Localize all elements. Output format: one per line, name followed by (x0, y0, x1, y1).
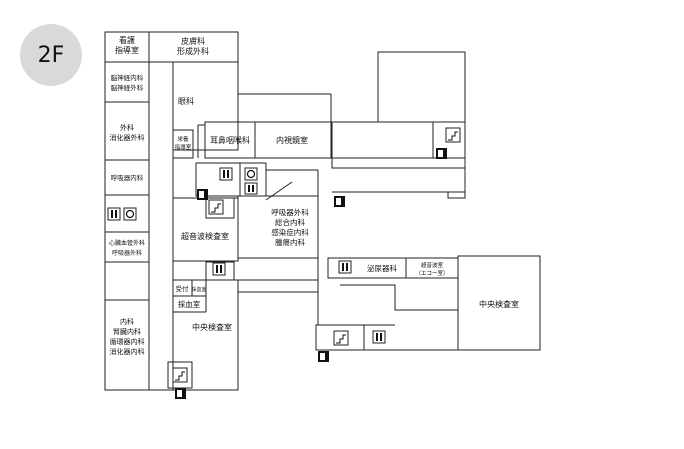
room-nurse-station-1: 看護 (119, 35, 135, 45)
room-multi-3: 感染症内科 (271, 227, 309, 237)
room-lab-small: 採血室 (191, 286, 206, 293)
toilet-icon (244, 182, 258, 195)
room-central-lab: 中央検査室 (479, 299, 519, 309)
emergency-exit-icon (197, 189, 208, 200)
room-multi-2: 総合内科 (275, 217, 305, 227)
room-labels: 看護 指導室 皮膚科 形成外科 脳神経内科 脳神経外科 外科 消化器外科 呼吸器… (109, 35, 519, 356)
toilet-icon (372, 330, 386, 344)
room-endoscopy: 内視鏡室 (276, 135, 308, 145)
walls (104, 31, 541, 391)
room-neuro-1: 脳神経内科 (111, 73, 144, 82)
floor-badge: 2F (20, 24, 82, 86)
room-multi-1: 呼吸器外科 (271, 207, 309, 217)
room-neuro-2: 脳神経外科 (111, 83, 144, 92)
accessible-toilet-icon (244, 167, 258, 181)
room-internal-4: 消化器内科 (110, 347, 145, 356)
room-internal-2: 腎臓内科 (113, 327, 141, 336)
toilet-icon (107, 207, 121, 221)
room-cardio-1: 心臓血管外科 (109, 239, 145, 247)
room-nurse-station-2: 指導室 (115, 45, 139, 55)
room-multi-4: 腫瘍内科 (275, 237, 305, 247)
emergency-exit-icon (334, 196, 345, 207)
stairs-icon (445, 127, 461, 143)
room-internal-1: 内科 (120, 317, 134, 326)
room-nutrition-2: 指導室 (175, 143, 192, 151)
floor-label: 2F (37, 42, 65, 68)
room-surgery-2: 消化器外科 (110, 133, 145, 142)
room-ultrasound: 超音波検査室 (181, 231, 229, 241)
room-nutrition-1: 栄養 (177, 135, 189, 143)
room-dermatology-1: 皮膚科 (181, 36, 205, 46)
room-respiratory: 呼吸器内科 (111, 173, 144, 182)
toilet-icon (219, 167, 233, 181)
room-surgery-1: 外科 (120, 123, 134, 132)
emergency-exit-icon (436, 148, 447, 159)
room-echo-1: 超音波室 (421, 261, 444, 269)
accessible-toilet-icon (123, 207, 137, 221)
stairs-icon (208, 199, 224, 215)
room-urology: 泌尿器科 (367, 263, 397, 273)
room-ophthalmology: 眼科 (178, 96, 194, 106)
room-central-lab-left: 中央検査室 (192, 322, 232, 332)
toilet-icon (338, 260, 352, 274)
room-dermatology-2: 形成外科 (177, 46, 209, 56)
stairs-icon (172, 367, 188, 383)
room-cardio-2: 呼吸器外科 (112, 249, 142, 257)
emergency-exit-icon (175, 388, 186, 399)
room-reception: 受付 (176, 284, 190, 293)
room-ent: 耳鼻咽喉科 (210, 135, 250, 145)
stairs-icon (333, 330, 349, 346)
room-blood-draw: 採血室 (178, 299, 201, 309)
room-echo-2: （エコー室） (415, 269, 448, 277)
room-internal-3: 循環器内科 (110, 337, 145, 346)
emergency-exit-icon (318, 351, 329, 362)
toilet-icon (212, 262, 226, 276)
